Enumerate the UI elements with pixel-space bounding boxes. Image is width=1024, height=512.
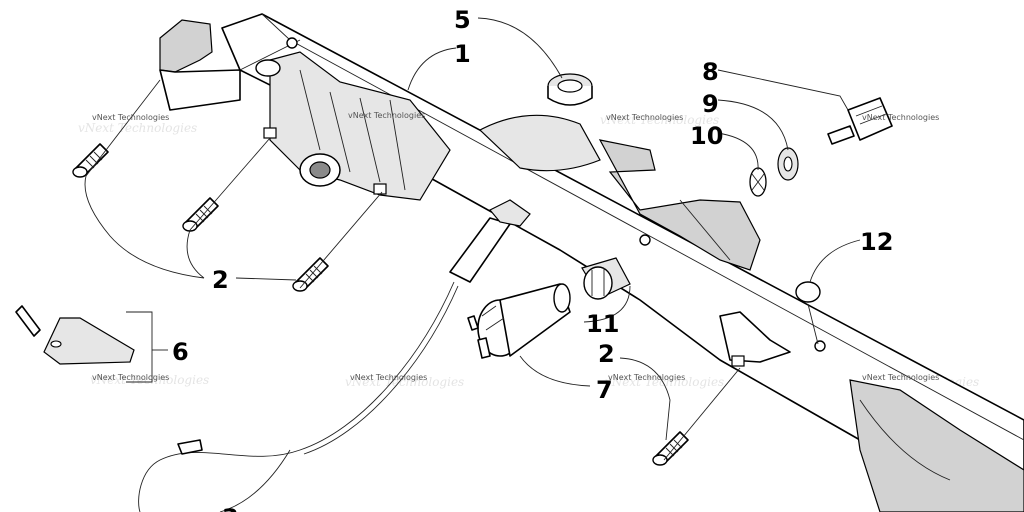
callout-7: 7 xyxy=(596,376,613,404)
watermark-text: vNext Technologies xyxy=(862,113,939,122)
watermark-text: vNext Technologies xyxy=(350,373,427,382)
watermark-text: vNext Technologies xyxy=(862,373,939,382)
leader-lines xyxy=(84,17,861,512)
ignition-key xyxy=(827,97,893,145)
callout-3: 3 xyxy=(222,504,239,512)
watermark-text: vNext Technologies xyxy=(92,373,169,382)
watermark-text-layer: vNext Technologies vNext Technologies vN… xyxy=(92,111,939,382)
console-housing xyxy=(221,13,1024,512)
watermark-stamp: vNext Technologies xyxy=(90,373,209,387)
callout-10: 10 xyxy=(690,122,723,150)
callout-5: 5 xyxy=(454,6,471,34)
screw xyxy=(182,197,219,232)
lock-nut xyxy=(777,147,799,181)
watermark-stamp: vNext Technologies xyxy=(600,113,719,127)
callout-9: 9 xyxy=(702,90,719,118)
ignition-switch xyxy=(467,283,571,359)
callout-12: 12 xyxy=(860,228,893,256)
switch-sleeve xyxy=(581,257,631,300)
watermark-stamp: vNext Technologies xyxy=(605,375,724,389)
sensor-harness xyxy=(138,199,531,512)
watermark-text: vNext Technologies xyxy=(92,113,169,122)
switch-bracket xyxy=(15,305,135,365)
screw xyxy=(292,257,329,292)
callout-11: 11 xyxy=(586,310,619,338)
hole-plug xyxy=(795,281,821,303)
watermark-stamp: vNext Technologies xyxy=(78,121,197,135)
callout-2: 2 xyxy=(598,340,615,368)
callout-8: 8 xyxy=(702,58,719,86)
star-washer xyxy=(749,167,767,197)
callout-2: 2 xyxy=(212,266,229,294)
upper-bracket xyxy=(159,19,241,111)
callout-6: 6 xyxy=(172,338,189,366)
bezel-ring xyxy=(547,73,593,106)
callout-1: 1 xyxy=(454,40,471,68)
screw xyxy=(72,143,109,178)
watermark-text: vNext Technologies xyxy=(348,111,425,120)
watermark-text: vNext Technologies xyxy=(606,113,683,122)
watermark-text: vNext Technologies xyxy=(608,373,685,382)
callout-labels: 5 1 8 9 10 12 2 6 11 2 7 3 xyxy=(172,6,893,512)
watermark-stamp: vNext Technologies xyxy=(345,375,464,389)
